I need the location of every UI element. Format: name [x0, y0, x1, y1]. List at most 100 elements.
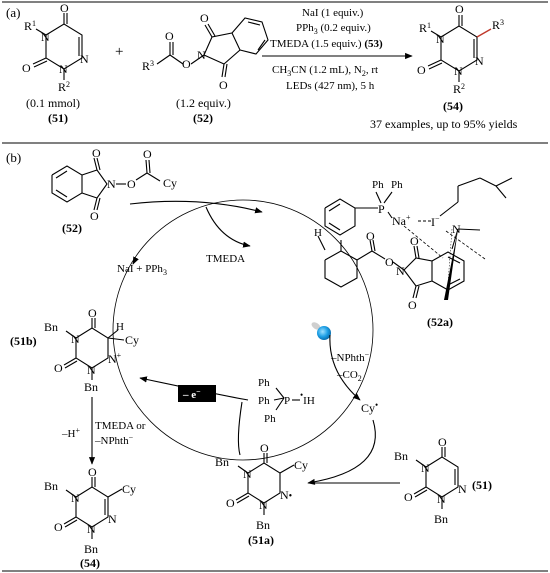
c54b-n1: N — [71, 491, 80, 505]
loss-nphth: –NPhth− — [330, 350, 370, 364]
complex-52a-structure — [317, 177, 513, 300]
p54-r2: R2 — [453, 82, 465, 96]
c51b-n3: N+ — [108, 351, 122, 366]
electron-label: – e− — [182, 387, 201, 401]
c52a-n2: N — [396, 264, 405, 278]
p54-o1: O — [455, 2, 464, 16]
cond-line-4: CH3CN (1.2 mL), N2, rt — [272, 64, 378, 78]
summary-text: 37 examples, up to 95% yields — [370, 117, 518, 131]
c52a-o3: O — [410, 234, 419, 248]
arrow-oxidation — [139, 376, 249, 401]
cond-line-3: TMEDA (1.5 equiv.) (53) — [270, 38, 383, 50]
c51b-b-o1: O — [438, 435, 447, 449]
r51-n2: N — [59, 62, 68, 76]
arrow-52-to-cycle — [129, 200, 263, 214]
c54b-o1: O — [88, 465, 97, 479]
r52-o-c: O — [200, 11, 209, 25]
c52a-ph2: Ph — [391, 179, 403, 191]
c51-b-bn2: Bn — [434, 512, 448, 526]
p54-r1: R1 — [419, 21, 431, 35]
p54-id: (54) — [443, 99, 463, 113]
phos-ph1: Ph — [258, 377, 270, 389]
cpd54-b-structure — [63, 477, 123, 539]
cpd52-b-structure — [51, 157, 161, 211]
cpd52b-cy: Cy — [163, 176, 177, 190]
p54-n2: N — [454, 64, 463, 78]
cond-line-5: LEDs (427 nm), 5 h — [286, 80, 375, 92]
cpd52b-o3: O — [143, 147, 152, 161]
catalytic-cycle — [112, 199, 374, 461]
c51a-bn1: Bn — [215, 455, 229, 469]
c51a-id: (51a) — [248, 533, 274, 547]
phos-p: P — [284, 395, 290, 407]
c51b-h: H — [116, 321, 124, 333]
cond-line-1: NaI (1 equiv.) — [302, 7, 364, 19]
deprot-nphth: –NPhth− — [94, 433, 134, 447]
r52-o-b: O — [182, 57, 191, 71]
c51-b-id: (51) — [472, 478, 492, 492]
cpd51-b-structure — [413, 447, 459, 509]
c52a-o4: O — [408, 298, 417, 312]
c51a-n3: N• — [280, 488, 292, 502]
r52-n: N — [197, 48, 206, 62]
cpd52b-n: N — [107, 177, 116, 191]
c51b-o2: O — [54, 361, 63, 375]
c52a-n: N — [452, 222, 461, 236]
c51a-cy: Cy — [294, 458, 308, 472]
reactant-52-structure — [156, 17, 269, 78]
r51-o2: O — [22, 61, 31, 75]
arrow-tmeda — [205, 206, 251, 248]
product-54-structure — [427, 15, 492, 82]
c52a-id: (52a) — [427, 315, 453, 329]
c54b-bn2: Bn — [84, 542, 98, 556]
light-bulb-icon — [311, 322, 331, 340]
phos-ih: •IH — [300, 390, 315, 407]
arrow-51a-branch — [237, 401, 243, 456]
c54b-id: (54) — [80, 556, 100, 570]
reagents-left: NaI + PPh3 — [117, 263, 167, 277]
phosphorane-structure — [273, 387, 300, 411]
c52a-na: Na+ — [392, 213, 411, 228]
p54-r3: R3 — [492, 18, 504, 32]
deprot-h: –H+ — [61, 426, 80, 440]
cpd52b-o4: O — [127, 177, 136, 191]
c51-b-o2: O — [404, 490, 413, 504]
r52-o-a: O — [165, 29, 174, 43]
p54-n3: N — [475, 54, 484, 68]
panel-b-label: (b) — [6, 150, 21, 165]
c54b-o2: O — [54, 520, 63, 534]
r51-amount: (0.1 mmol) — [26, 96, 80, 110]
c51-b-n2: N — [437, 492, 446, 506]
c51a-n1: N — [243, 467, 252, 481]
c51a-o1: O — [260, 441, 269, 455]
arrow-fragmentation — [329, 334, 361, 401]
c51b-bn2: Bn — [84, 380, 98, 394]
cpd52b-o2: O — [90, 209, 99, 223]
cycle-arrowhead-left — [132, 256, 139, 265]
c52a-o1: O — [366, 229, 375, 243]
c52a-i: I− — [431, 214, 440, 229]
tmeda-label: TMEDA — [206, 253, 245, 265]
r52-amount: (1.2 equiv.) — [176, 96, 231, 110]
deprot-tmeda: TMEDA or — [95, 420, 146, 432]
c54b-n2: N — [87, 522, 96, 536]
r52-id: (52) — [193, 111, 213, 125]
phos-ph3: Ph — [264, 413, 276, 425]
r51-n3: N — [80, 52, 89, 66]
r52-r3: R3 — [142, 59, 154, 73]
c51b-o1: O — [88, 306, 97, 320]
c51b-id: (51b) — [10, 334, 37, 348]
c51a-bn2: Bn — [256, 518, 270, 532]
p54-n1: N — [436, 32, 445, 46]
c51b-cy: Cy — [125, 333, 139, 347]
c51-b-bn1: Bn — [394, 449, 408, 463]
cy-radical: Cy• — [361, 400, 378, 415]
r51-id: (51) — [48, 111, 68, 125]
cpd52b-o1: O — [92, 146, 101, 160]
c51b-n2: N — [87, 363, 96, 377]
cpd51a-structure — [235, 453, 295, 515]
arrow-radical-addition — [307, 419, 376, 485]
c51b-bn1: Bn — [44, 320, 58, 334]
